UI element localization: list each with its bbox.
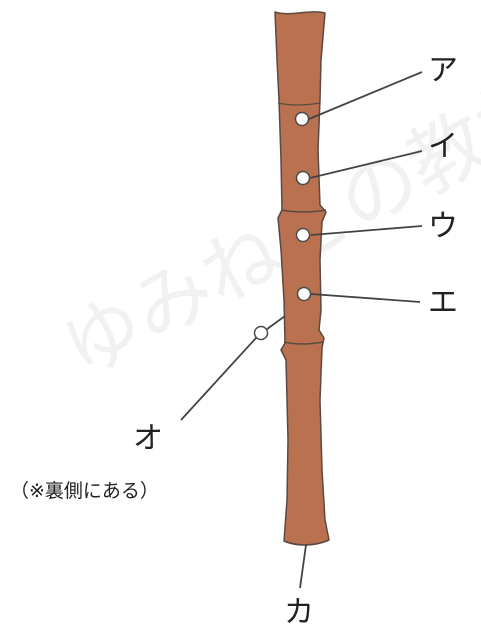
finger-hole-a <box>294 111 310 127</box>
label-e: エ <box>428 285 458 320</box>
thumb-hole-o <box>253 325 269 341</box>
foot-end <box>285 540 328 546</box>
label-i: イ <box>428 129 458 164</box>
finger-hole-u <box>295 227 311 243</box>
label-o-note: （※裏側にある） <box>10 480 159 502</box>
recorder-body <box>274 11 330 546</box>
label-o: オ <box>133 421 163 456</box>
finger-hole-e <box>296 286 312 302</box>
joint-line-lower <box>283 341 324 345</box>
label-u: ウ <box>428 209 458 244</box>
finger-hole-i <box>295 170 311 186</box>
label-ka: カ <box>284 595 314 630</box>
leader-line-u <box>310 225 423 236</box>
leader-line-a <box>308 71 423 120</box>
label-a: ア <box>428 53 458 88</box>
leader-line-i <box>309 150 423 179</box>
leader-line-o-lower <box>180 337 257 421</box>
leader-line-e <box>310 293 421 303</box>
joint-line-upper <box>277 102 321 106</box>
leader-line-ka <box>299 544 307 589</box>
joint-line-middle <box>281 209 327 213</box>
